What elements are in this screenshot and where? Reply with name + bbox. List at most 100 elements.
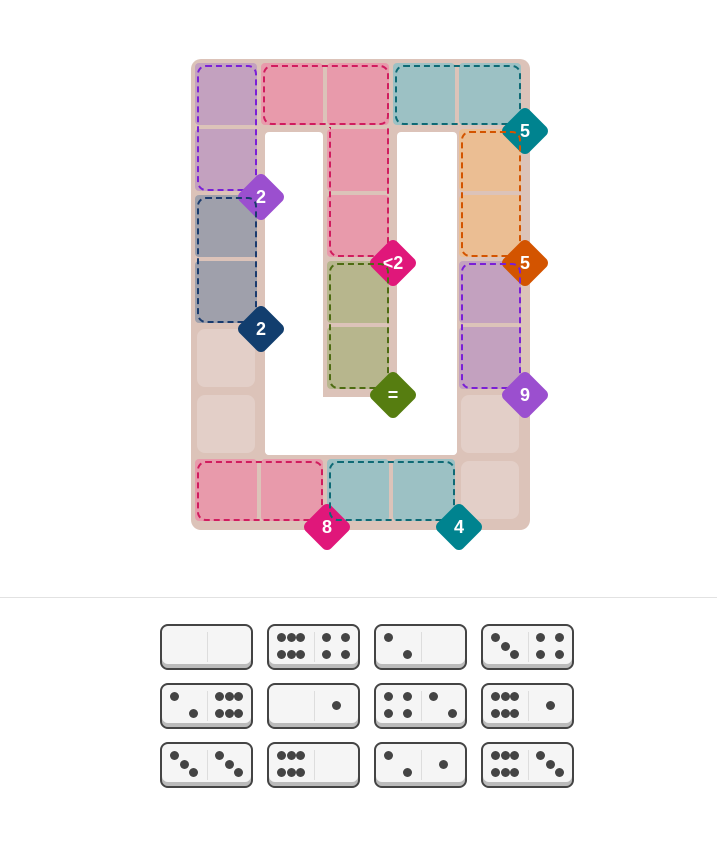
pip — [286, 649, 296, 659]
domino-divider — [421, 632, 422, 662]
pip — [490, 633, 500, 643]
pip — [276, 633, 286, 643]
board-cell-filled[interactable] — [327, 195, 389, 257]
domino-divider — [314, 632, 315, 662]
constraint-label: 9 — [519, 384, 530, 405]
board-cell-filled[interactable] — [327, 327, 389, 389]
pip — [286, 633, 296, 643]
region-outline — [329, 127, 389, 257]
pip — [510, 649, 520, 659]
constraint-label: 2 — [255, 318, 266, 339]
pip — [500, 641, 510, 651]
domino-divider — [528, 750, 529, 780]
domino-half-4 — [376, 685, 421, 725]
pip — [490, 751, 500, 761]
domino-tile[interactable] — [160, 624, 253, 670]
domino-tile[interactable] — [374, 742, 467, 788]
pip — [490, 692, 500, 702]
domino-tile[interactable] — [481, 683, 574, 729]
pip — [169, 692, 179, 702]
pip — [555, 767, 565, 777]
domino-half-6 — [483, 744, 528, 784]
region-constraint-badge: 9 — [499, 369, 551, 421]
divider — [0, 597, 717, 598]
region-constraint-badge: = — [367, 369, 419, 421]
pip — [448, 708, 458, 718]
domino-divider — [314, 750, 315, 780]
board-cell-filled[interactable] — [195, 129, 257, 191]
pip — [341, 649, 351, 659]
domino-half-3 — [162, 744, 207, 784]
pip — [535, 633, 545, 643]
pip — [296, 751, 306, 761]
pip — [296, 767, 306, 777]
pip — [224, 708, 234, 718]
region-constraint-badge: 4 — [433, 501, 485, 553]
region-outline — [461, 131, 521, 257]
board-cell-filled[interactable] — [327, 63, 389, 125]
domino-half-3 — [483, 626, 528, 666]
pip — [545, 759, 555, 769]
region-outline — [263, 65, 389, 125]
domino-half-0 — [421, 626, 466, 666]
domino-tile[interactable] — [160, 742, 253, 788]
board-cell-filled[interactable] — [195, 261, 257, 323]
domino-tile[interactable] — [267, 683, 360, 729]
pip — [490, 767, 500, 777]
region-outline — [197, 461, 323, 521]
domino-tile[interactable] — [481, 742, 574, 788]
board-cell-empty[interactable] — [197, 395, 255, 453]
domino-half-2 — [162, 685, 207, 725]
pip — [535, 649, 545, 659]
pip — [189, 708, 199, 718]
pip — [383, 708, 393, 718]
domino-divider — [528, 632, 529, 662]
pip — [234, 708, 244, 718]
pip — [403, 649, 413, 659]
pip — [214, 751, 224, 761]
domino-half-1 — [421, 744, 466, 784]
pip — [214, 692, 224, 702]
board-cell-filled[interactable] — [459, 327, 521, 389]
domino-tile[interactable] — [160, 683, 253, 729]
domino-tile[interactable] — [267, 624, 360, 670]
pip — [169, 751, 179, 761]
region-outline — [197, 65, 257, 191]
domino-divider — [421, 691, 422, 721]
region-outline — [395, 65, 521, 125]
board-cell-filled[interactable] — [459, 195, 521, 257]
domino-half-3 — [207, 744, 252, 784]
board-cell-filled[interactable] — [459, 63, 521, 125]
region-constraint-badge: 2 — [235, 303, 287, 355]
board-cell-filled[interactable] — [393, 459, 455, 521]
pip — [296, 649, 306, 659]
board-gap — [265, 397, 457, 455]
pip — [403, 692, 413, 702]
pip — [500, 767, 510, 777]
pip — [179, 759, 189, 769]
domino-tile[interactable] — [267, 742, 360, 788]
pip — [224, 759, 234, 769]
domino-tile[interactable] — [481, 624, 574, 670]
pip — [286, 751, 296, 761]
domino-divider — [207, 691, 208, 721]
pip — [214, 708, 224, 718]
domino-half-2 — [376, 626, 421, 666]
board-cell-filled[interactable] — [261, 459, 323, 521]
board-cell-filled[interactable] — [327, 129, 389, 191]
pip — [500, 692, 510, 702]
pip — [276, 649, 286, 659]
domino-half-0 — [314, 744, 359, 784]
pip — [341, 633, 351, 643]
domino-half-0 — [269, 685, 314, 725]
pip — [321, 633, 331, 643]
domino-tile[interactable] — [374, 624, 467, 670]
pip — [224, 692, 234, 702]
domino-half-6 — [269, 626, 314, 666]
pip — [510, 751, 520, 761]
board-cell-empty[interactable] — [461, 461, 519, 519]
domino-tile[interactable] — [374, 683, 467, 729]
region-outline — [329, 263, 389, 389]
pip — [276, 751, 286, 761]
pip — [510, 708, 520, 718]
